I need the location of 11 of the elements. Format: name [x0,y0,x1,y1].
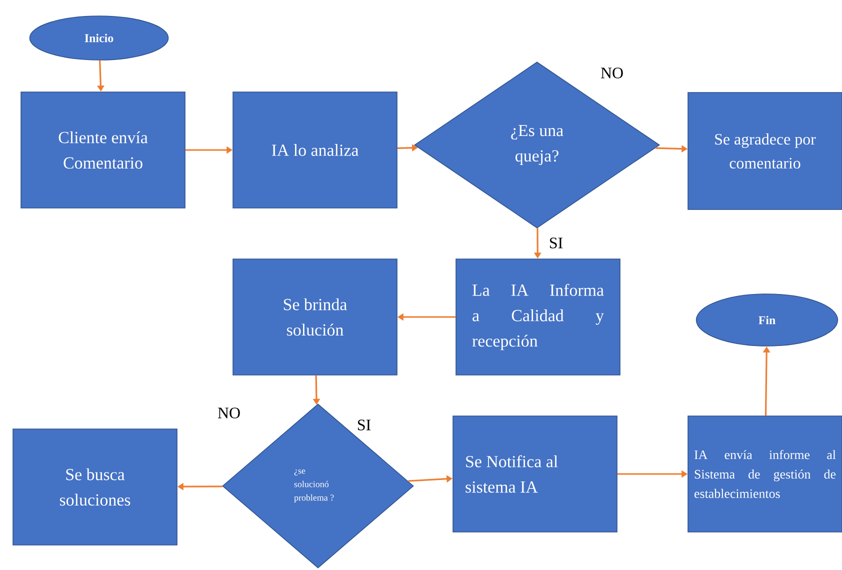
process-box: Se agradece por comentario [688,92,842,210]
process-box: Cliente envía Comentario [20,92,186,208]
process-box: Se busca soluciones [12,428,178,546]
process-box: Se Notifica al sistema IA [452,416,618,532]
process-box: IA envía informe al Sistema de gestión de establecimientos [688,416,842,532]
edge-label: SI [356,418,372,432]
process-box: La IA Informa a Calidad y recepción [456,258,620,376]
process-box: IA lo analiza [232,92,398,208]
edge-label: NO [600,66,625,80]
edge-label: SI [548,236,564,250]
process-box: Se brinda solución [232,258,398,376]
